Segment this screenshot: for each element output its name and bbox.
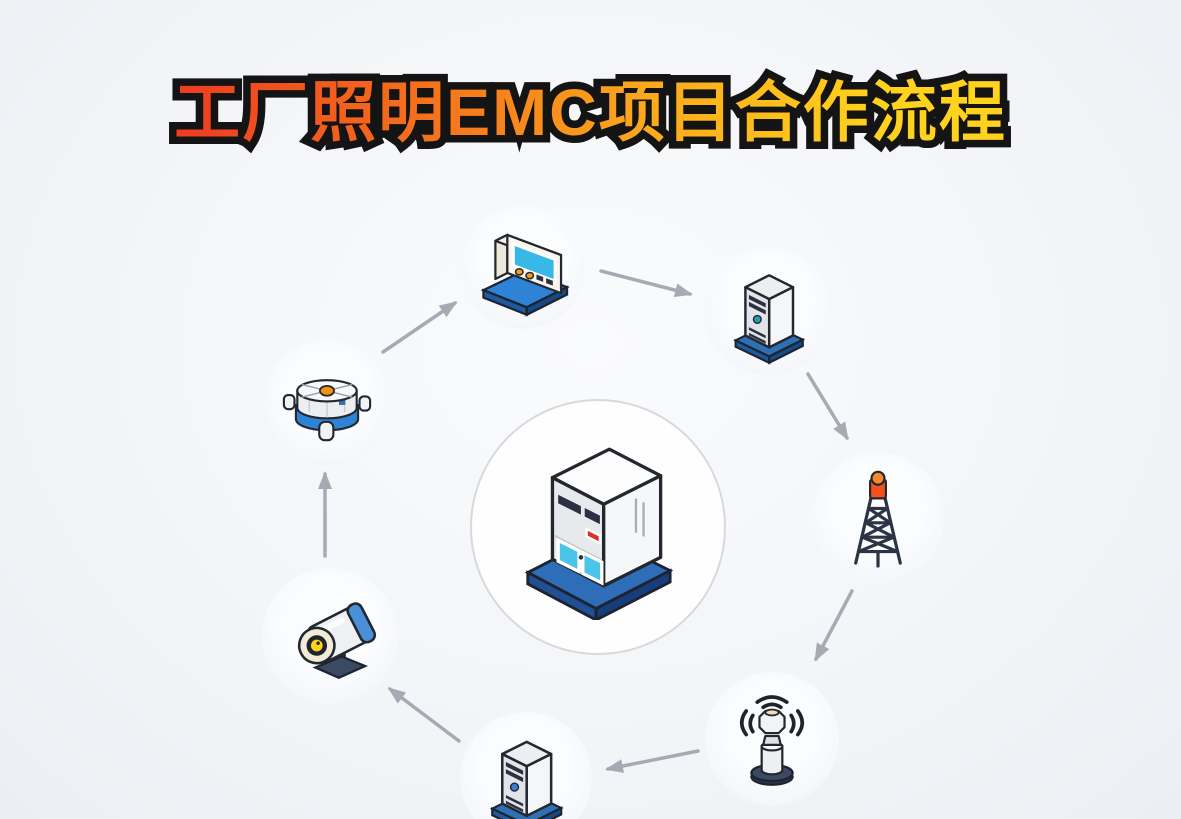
- node-wireless-sensor: [705, 672, 839, 806]
- node-server-tower-2: [460, 712, 592, 819]
- server-tower-icon: [732, 274, 805, 365]
- node-round-sensor: [264, 340, 390, 466]
- arrow-right-to-bottom-right: [814, 589, 854, 662]
- arrow-left-to-top: [381, 301, 458, 354]
- arrow-bottom-to-bottom-left: [387, 687, 461, 743]
- arrow-top-right-to-right: [806, 372, 849, 441]
- server-tower-icon: [489, 740, 564, 819]
- node-transmission-tower: [812, 452, 944, 584]
- node-control-panel: [461, 205, 585, 329]
- arrow-bottom-right-to-bottom: [605, 749, 700, 773]
- node-camera: [262, 568, 398, 704]
- control-panel-icon: [480, 233, 570, 317]
- node-server-tower-1: [704, 247, 832, 375]
- page-title: 工厂照明EMC项目合作流程: [0, 76, 1181, 149]
- wireless-sensor-icon: [739, 695, 805, 786]
- round-sensor-icon: [282, 378, 372, 441]
- page-title-text: 工厂照明EMC项目合作流程: [174, 75, 1007, 149]
- node-factory: [470, 399, 726, 655]
- camera-icon: [297, 602, 377, 680]
- factory-building-icon: [524, 447, 674, 620]
- transmission-tower-icon: [854, 470, 902, 568]
- arrow-top-to-top-right: [599, 269, 693, 298]
